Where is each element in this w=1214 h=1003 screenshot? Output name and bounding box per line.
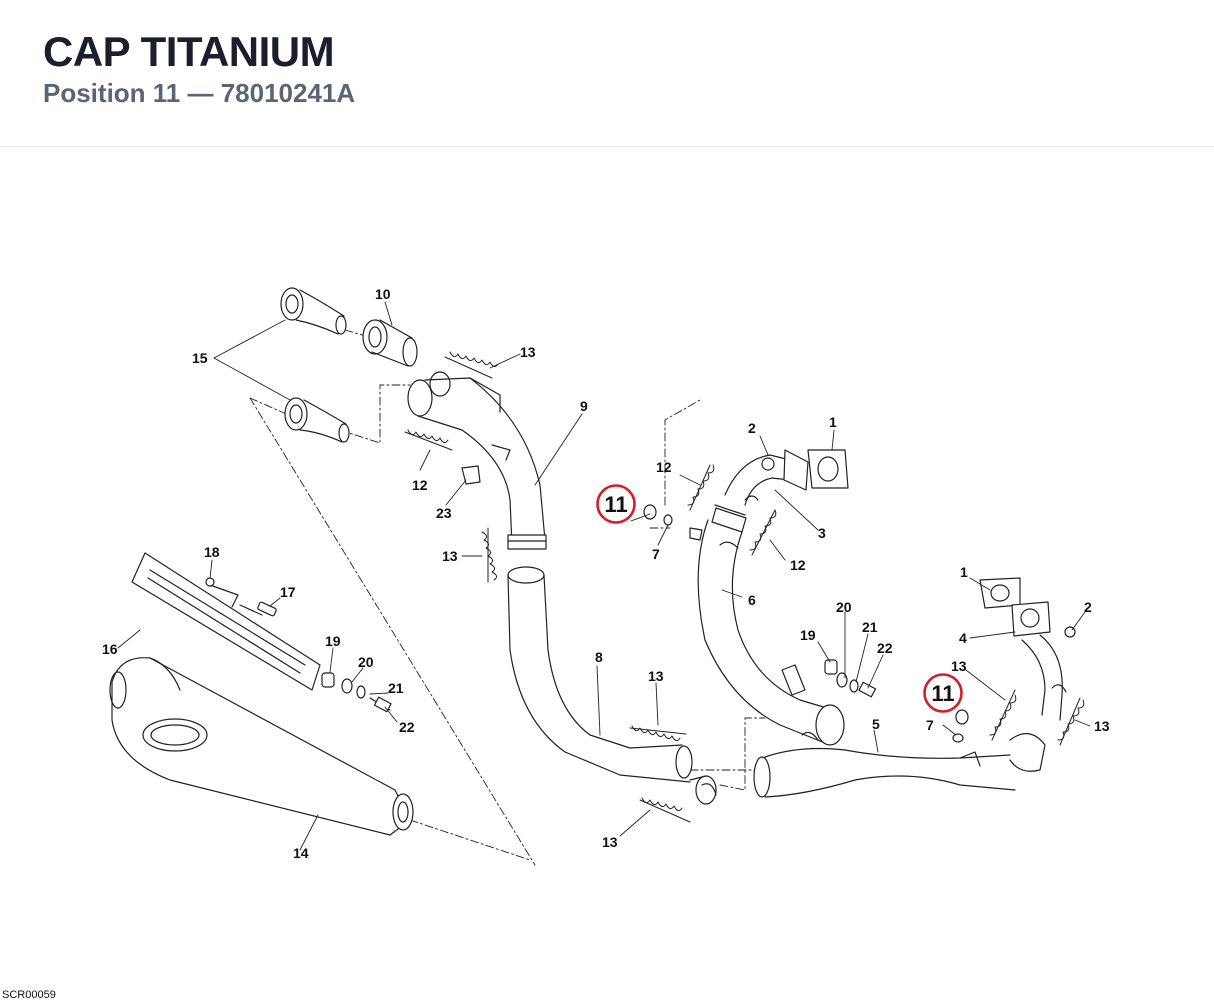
part-5-pipe: [753, 747, 1016, 798]
callout-15: 15: [192, 350, 208, 366]
callout-2-a: 2: [748, 420, 756, 436]
callout-14: 14: [293, 845, 309, 861]
callout-6: 6: [748, 592, 756, 608]
small-hardware: [205, 465, 969, 743]
callout-10: 10: [375, 286, 391, 302]
callout-20-a: 20: [358, 654, 374, 670]
callout-12-b: 12: [656, 459, 672, 475]
part-8-pipe: [507, 566, 717, 805]
callout-4: 4: [959, 630, 967, 646]
part-6-pipe: [697, 504, 845, 746]
callout-17: 17: [280, 584, 296, 600]
part-3-bend: [724, 449, 809, 506]
callout-5: 5: [872, 716, 880, 732]
callout-18: 18: [204, 544, 220, 560]
callout-19-a: 19: [325, 633, 341, 649]
callout-12-a: 12: [412, 477, 428, 493]
callout-3: 3: [818, 525, 826, 541]
part-14-silencer: [109, 657, 414, 836]
part-15-cone-upper: [280, 287, 347, 335]
leader-lines: [117, 301, 1091, 851]
callout-16: 16: [102, 641, 118, 657]
assembly-guide-lines: [249, 329, 766, 866]
callout-22-a: 22: [399, 719, 415, 735]
callout-23: 23: [436, 505, 452, 521]
highlight-callout-11-b[interactable]: 11: [923, 673, 963, 713]
callout-20-b: 20: [836, 599, 852, 615]
diagram-code: SCR00059: [2, 989, 56, 1001]
part-4-assembly: [979, 577, 1076, 772]
callout-7-b: 7: [926, 717, 934, 733]
part-9-pipe: [407, 371, 547, 550]
callout-19-b: 19: [800, 627, 816, 643]
highlight-callout-11-a[interactable]: 11: [596, 484, 636, 524]
callout-2-b: 2: [1084, 599, 1092, 615]
page-title: CAP TITANIUM: [43, 28, 335, 75]
callout-13-b: 13: [442, 548, 458, 564]
callout-21-b: 21: [862, 619, 878, 635]
callout-1-b: 1: [960, 564, 968, 580]
callout-13-d: 13: [602, 834, 618, 850]
page-header: CAP TITANIUM Position 11 — 78010241A: [0, 0, 1214, 147]
part-16-heat-shield: [131, 552, 321, 691]
callout-13-c: 13: [648, 668, 664, 684]
exploded-parts-diagram: 10 15 13 9 12 23 13 12 7 2 1 3 12 6 8 13…: [0, 148, 1214, 993]
callout-22-b: 22: [877, 640, 893, 656]
callout-13-f: 13: [1094, 718, 1110, 734]
page-subtitle: Position 11 — 78010241A: [43, 78, 356, 108]
part-1-flange-upper: [807, 449, 849, 489]
callout-8: 8: [595, 649, 603, 665]
highlight-callout-11-a-label: 11: [604, 492, 627, 517]
part-10-sleeve: [362, 319, 418, 367]
callout-13-e: 13: [951, 658, 967, 674]
springs: [404, 351, 1085, 823]
callout-12-c: 12: [790, 557, 806, 573]
callout-21-a: 21: [388, 680, 404, 696]
callout-labels: 10 15 13 9 12 23 13 12 7 2 1 3 12 6 8 13…: [102, 286, 1110, 861]
highlight-callout-11-b-label: 11: [931, 681, 954, 706]
callout-7-a: 7: [652, 546, 660, 562]
callout-13-a: 13: [520, 344, 536, 360]
callout-9: 9: [580, 398, 588, 414]
part-15-cone-lower: [284, 397, 350, 443]
callout-1-a: 1: [829, 414, 837, 430]
